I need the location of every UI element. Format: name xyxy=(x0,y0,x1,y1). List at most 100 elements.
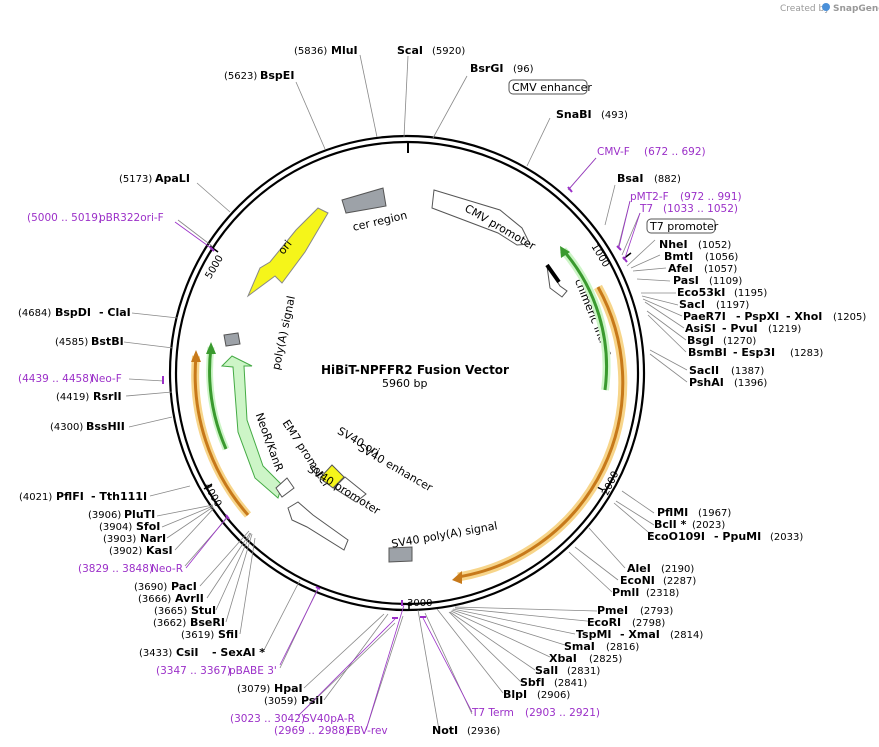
afei-pos: (1057) xyxy=(704,264,737,275)
paer7i-last: - XhoI xyxy=(786,310,822,323)
bmti-pos: (1056) xyxy=(705,252,738,263)
bseri-pos: (3662) xyxy=(153,618,186,629)
paer7i-pos: (1205) xyxy=(833,312,866,323)
pluti-pos: (3906) xyxy=(88,510,121,521)
sv40-promoter-label: SV40 promoter xyxy=(305,462,383,517)
ebvrev-label: EBV-rev xyxy=(347,725,388,737)
bmti-label: BmtI xyxy=(664,250,693,263)
avrii-pos: (3666) xyxy=(138,594,171,605)
stui-label: StuI xyxy=(191,604,216,617)
xbai-pos: (2825) xyxy=(589,654,622,665)
pshai-label: PshAI xyxy=(689,376,724,389)
econi-pos: (2287) xyxy=(663,576,696,587)
paci-label: PacI xyxy=(171,580,197,593)
bsgi-label: BsgI xyxy=(687,334,714,347)
tspmi-pos: (2814) xyxy=(670,630,703,641)
pmt2f-label: pMT2-F xyxy=(630,191,669,203)
sv40-ori-feature xyxy=(319,464,345,489)
bseri-label: BseRI xyxy=(190,616,225,629)
pflmi-label: PflMI xyxy=(657,506,688,519)
sv40-polyA-feature xyxy=(388,546,413,563)
orf-arc-green-left xyxy=(208,346,228,450)
snabi-label: SnaBI xyxy=(556,108,592,121)
tspmi-label: TspMI xyxy=(576,628,612,641)
plasmid-backbone xyxy=(168,134,646,612)
sfii-label: SfiI xyxy=(218,628,238,641)
neof-label: Neo-F xyxy=(91,373,122,385)
sv40-enhancer-label: SV40 enhancer xyxy=(356,441,435,494)
apali-pos: (5173) xyxy=(119,174,152,185)
apali-label: ApaLI xyxy=(155,172,190,185)
pbabe-pos: (3347 .. 3367) xyxy=(156,665,231,677)
eco0109i-pos: (2033) xyxy=(770,532,803,543)
plasmid-size: 5960 bp xyxy=(382,377,427,390)
cmv-promoter-feature xyxy=(431,189,531,246)
nhei-pos: (1052) xyxy=(698,240,731,251)
asisi-pos: (1219) xyxy=(768,324,801,335)
eco0109i-last: - PpuMI xyxy=(714,530,761,543)
pflmi-pos: (1967) xyxy=(698,508,731,519)
hpai-pos: (3079) xyxy=(237,684,270,695)
neor-pos: (3829 .. 3848) xyxy=(78,563,153,575)
pmt2f-pos: (972 .. 991) xyxy=(680,191,742,203)
t7-pos: (1033 .. 1052) xyxy=(663,203,738,215)
sfoi-label: SfoI xyxy=(136,520,160,533)
saci-label: SacI xyxy=(679,298,705,311)
hpai-label: HpaI xyxy=(274,682,303,695)
bsmbi-label: BsmBI xyxy=(688,346,727,359)
pbr322-pos: (5000 .. 5019) xyxy=(27,212,102,224)
t7term-label: T7 Term xyxy=(471,707,514,719)
plasmid-title: HiBiT-NPFFR2 Fusion Vector xyxy=(321,363,509,377)
sbfi-pos: (2841) xyxy=(554,678,587,689)
cmv-enhancer-label: CMV enhancer xyxy=(512,81,592,94)
bsmbi-pos: (1283) xyxy=(790,348,823,359)
pflfi-pos: (4021) xyxy=(19,492,52,503)
smai-label: SmaI xyxy=(564,640,595,653)
bspei-label: BspEI xyxy=(260,69,294,82)
snapgene-logo-icon xyxy=(822,3,830,11)
pflfi-last: - Tth111I xyxy=(91,490,147,503)
scai-label: ScaI xyxy=(397,44,423,57)
bcli-label: BclI * xyxy=(654,518,687,531)
sv40-promoter-feature xyxy=(287,501,349,551)
bsrgi-label: BsrGI xyxy=(470,62,503,75)
psii-label: PsiI xyxy=(301,694,323,707)
sbfi-label: SbfI xyxy=(520,676,545,689)
orf-arc-right xyxy=(457,286,625,579)
pmei-label: PmeI xyxy=(597,604,628,617)
afei-label: AfeI xyxy=(668,262,693,275)
xbai-label: XbaI xyxy=(549,652,577,665)
pbabe-label: pBABE 3' xyxy=(229,665,277,677)
pshai-pos: (1396) xyxy=(734,378,767,389)
bsmbi-last: - Esp3I xyxy=(733,346,775,359)
pmei-pos: (2793) xyxy=(640,606,673,617)
avrii-label: AvrII xyxy=(175,592,204,605)
bspdi-label: BspDI xyxy=(55,306,91,319)
cer-region-label: cer region xyxy=(351,209,408,234)
rsrii-pos: (4419) xyxy=(56,392,89,403)
tick-3000: 3000 xyxy=(407,598,432,609)
tspmi-last: - XmaI xyxy=(620,628,660,641)
sacii-pos: (1387) xyxy=(731,366,764,377)
sfii-pos: (3619) xyxy=(181,630,214,641)
t7-promoter-box xyxy=(646,218,716,234)
blpi-pos: (2906) xyxy=(537,690,570,701)
bspei-pos: (5623) xyxy=(224,71,257,82)
paer7i-mid: - PspXI xyxy=(736,310,779,323)
bsgi-pos: (1270) xyxy=(723,336,756,347)
neor-label: Neo-R xyxy=(151,563,183,575)
ecori-pos: (2798) xyxy=(632,618,665,629)
sali-pos: (2831) xyxy=(567,666,600,677)
watermark-brand: SnapGene xyxy=(833,4,879,14)
alei-label: AleI xyxy=(627,562,651,575)
psii-pos: (3059) xyxy=(264,696,297,707)
pasi-pos: (1109) xyxy=(709,276,742,287)
kasi-label: KasI xyxy=(146,544,173,557)
bsai-label: BsaI xyxy=(617,172,643,185)
t7term-pos: (2903 .. 2921) xyxy=(525,707,600,719)
cer-region-feature xyxy=(341,187,387,214)
nari-label: NarI xyxy=(140,532,166,545)
bstbi-label: BstBI xyxy=(91,335,124,348)
nhei-label: NheI xyxy=(659,238,688,251)
smai-pos: (2816) xyxy=(606,642,639,653)
